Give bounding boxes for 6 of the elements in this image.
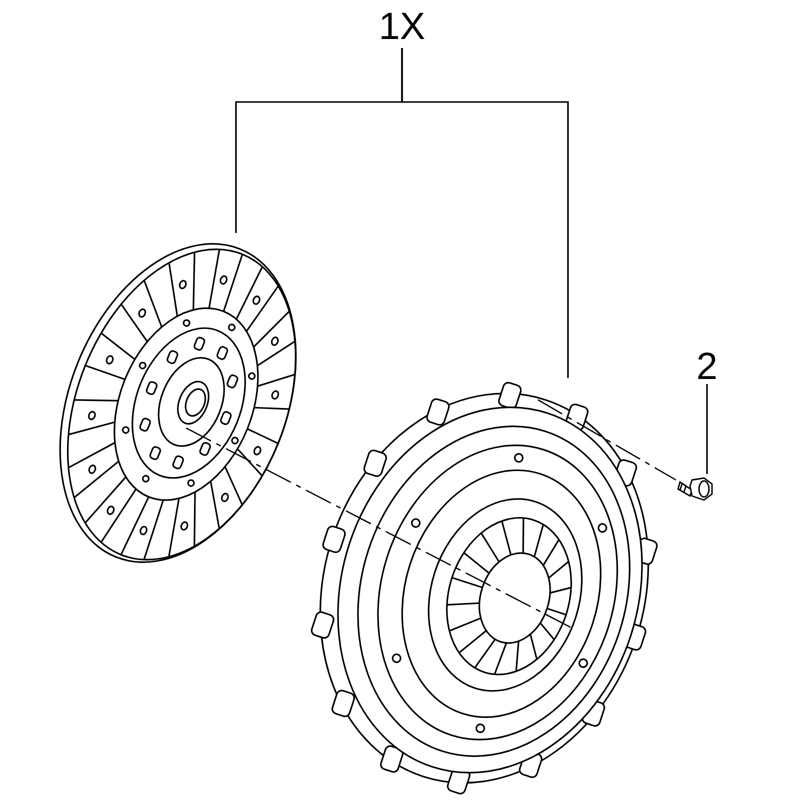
callout-number: 2	[695, 348, 719, 386]
center-line	[538, 399, 676, 481]
leader-line	[706, 384, 708, 474]
leader-line	[401, 48, 569, 378]
center-line	[186, 427, 572, 629]
callout-number: 1X	[378, 8, 426, 46]
